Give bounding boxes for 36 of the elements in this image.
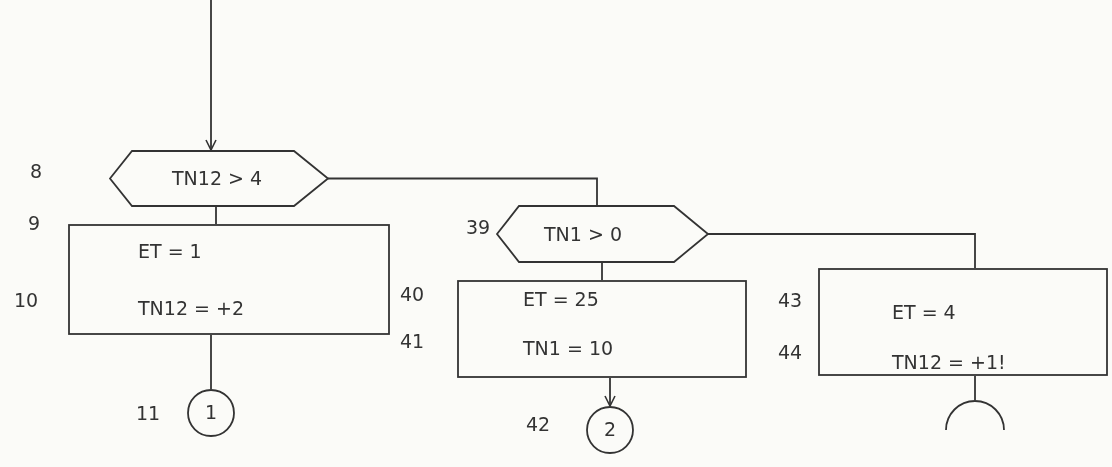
connector-semicircle <box>945 400 1005 430</box>
connector-line <box>974 375 976 401</box>
step-number: 44 <box>778 341 803 363</box>
arrow <box>205 0 217 151</box>
arrow <box>604 377 616 407</box>
step-number: 40 <box>400 283 425 305</box>
connector-line <box>210 334 212 390</box>
connector-line <box>601 262 603 281</box>
process-box <box>68 224 390 335</box>
connector-line <box>707 233 976 269</box>
statement-text: TN12 = +2 <box>138 297 244 319</box>
connector-circle <box>586 406 634 454</box>
statement-text: TN1 = 10 <box>523 337 614 359</box>
process-box <box>457 280 747 378</box>
connector-circle <box>187 389 235 437</box>
step-number: 43 <box>778 289 803 311</box>
step-number: 39 <box>466 216 491 238</box>
step-number: 41 <box>400 330 425 352</box>
statement-text: TN12 = +1! <box>892 351 1006 373</box>
connector-line <box>327 177 598 206</box>
step-number: 9 <box>28 212 41 234</box>
connector-line <box>215 206 217 225</box>
decision-hexagon <box>110 150 328 207</box>
step-number: 10 <box>14 289 39 311</box>
connector-number: 1 <box>205 401 218 423</box>
statement-text: ET = 25 <box>523 288 599 310</box>
step-number: 8 <box>30 160 43 182</box>
step-number: 11 <box>136 402 161 424</box>
statement-text: ET = 1 <box>138 240 202 262</box>
process-box <box>818 268 1108 376</box>
step-number: 42 <box>526 413 551 435</box>
decision-hexagon <box>497 205 708 263</box>
condition-text: TN1 > 0 <box>544 223 622 245</box>
connector-number: 2 <box>604 418 617 440</box>
condition-text: TN12 > 4 <box>172 167 263 189</box>
statement-text: ET = 4 <box>892 301 956 323</box>
